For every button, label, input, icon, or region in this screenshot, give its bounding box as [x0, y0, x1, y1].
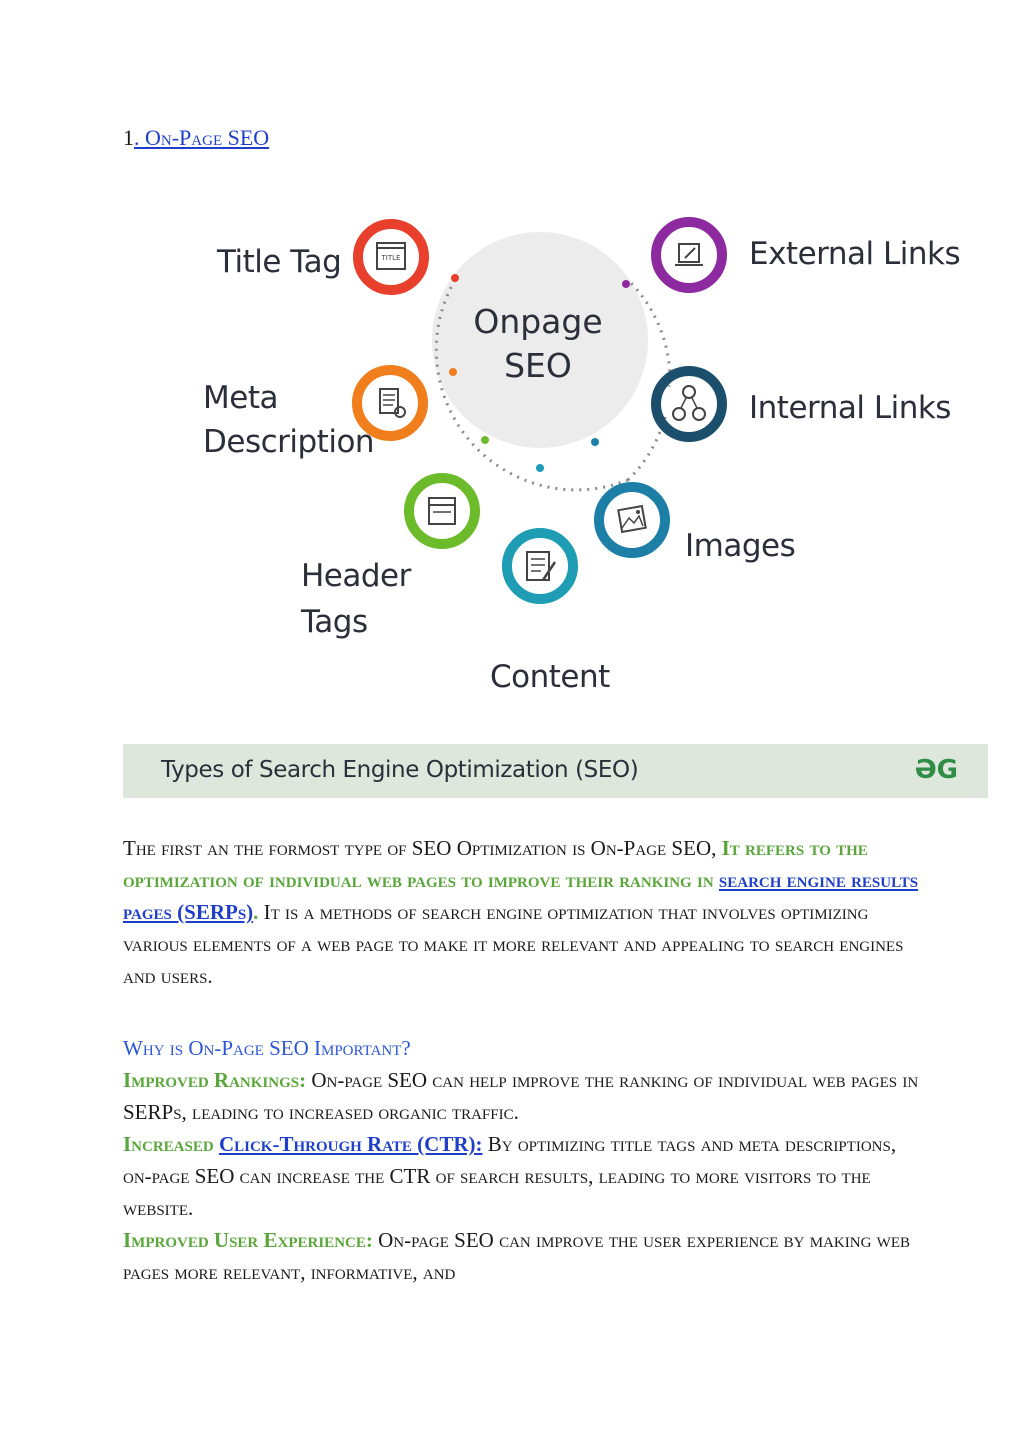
on-page-seo-link[interactable]: . On-Page SEO — [134, 125, 270, 150]
header-label-line1: Header — [301, 558, 411, 594]
benefit-ux-label: Improved User Experience: — [123, 1228, 373, 1252]
svg-text:TITLE: TITLE — [381, 254, 401, 262]
content-icon — [502, 528, 578, 604]
arc-dot — [536, 464, 544, 472]
benefit-rankings: Improved Rankings: On-page SEO can help … — [123, 1064, 923, 1128]
title-tag-icon: TITLE — [353, 219, 429, 295]
intro-text-a: The first an the formost type of SEO Opt… — [123, 836, 722, 860]
center-circle — [432, 232, 648, 448]
intro-dot: . — [253, 900, 259, 924]
arc-dot — [449, 368, 457, 376]
center-label-line1: Onpage — [473, 302, 603, 341]
benefit-ctr-text: By optimizing title tags and meta descri… — [123, 1132, 897, 1220]
intro-highlight: It refers to the optimization of individ… — [123, 836, 868, 892]
onpage-seo-infographic: TITLE — [123, 190, 988, 798]
header-tags-icon — [404, 473, 480, 549]
header-label-line2: Tags — [301, 604, 368, 640]
heading-number: 1 — [123, 125, 134, 150]
intro-text-b: It is a methods of search engine optimiz… — [123, 900, 904, 988]
benefit-rankings-label: Improved Rankings: — [123, 1068, 307, 1092]
internal-links-icon — [651, 366, 727, 442]
meta-label-line2: Description — [203, 424, 375, 460]
article-body: The first an the formost type of SEO Opt… — [123, 832, 923, 1288]
external-links-icon — [651, 217, 727, 293]
benefit-ux-text: On-page SEO can improve the user experie… — [123, 1228, 910, 1284]
benefit-user-experience: Improved User Experience: On-page SEO ca… — [123, 1224, 923, 1288]
external-links-label: External Links — [749, 236, 961, 272]
figure-banner: Types of Search Engine Optimization (SEO… — [123, 744, 988, 798]
intro-paragraph: The first an the formost type of SEO Opt… — [123, 832, 923, 992]
infographic-graphics: TITLE — [352, 217, 727, 604]
images-label: Images — [685, 528, 796, 564]
meta-label-line1: Meta — [203, 380, 278, 416]
serps-link[interactable]: search engine results pages (SERPs) — [123, 868, 919, 924]
title-tag-label: Title Tag — [217, 244, 342, 280]
benefit-ctr-label: Increased — [123, 1132, 219, 1156]
benefit-ctr: Increased Click-Through Rate (CTR): By o… — [123, 1128, 923, 1224]
geeksforgeeks-logo: ƏG — [914, 755, 958, 785]
arc-dot — [451, 274, 459, 282]
benefit-rankings-text: On-page SEO can help improve the ranking… — [123, 1068, 919, 1124]
why-important-heading: Why is On-Page SEO Important? — [123, 1036, 411, 1060]
section-heading: 1. On-Page SEO — [123, 124, 269, 152]
center-label: Onpage SEO — [453, 300, 623, 388]
ctr-link[interactable]: Click-Through Rate (CTR): — [218, 1132, 483, 1156]
meta-description-icon — [352, 365, 428, 441]
banner-title: Types of Search Engine Optimization (SEO… — [161, 757, 639, 783]
images-icon — [594, 482, 670, 558]
arc-dot — [622, 280, 630, 288]
content-label: Content — [490, 659, 610, 695]
internal-links-label: Internal Links — [749, 390, 951, 426]
arc-dot — [591, 438, 599, 446]
arc-dot — [481, 436, 489, 444]
center-label-line2: SEO — [504, 346, 572, 385]
